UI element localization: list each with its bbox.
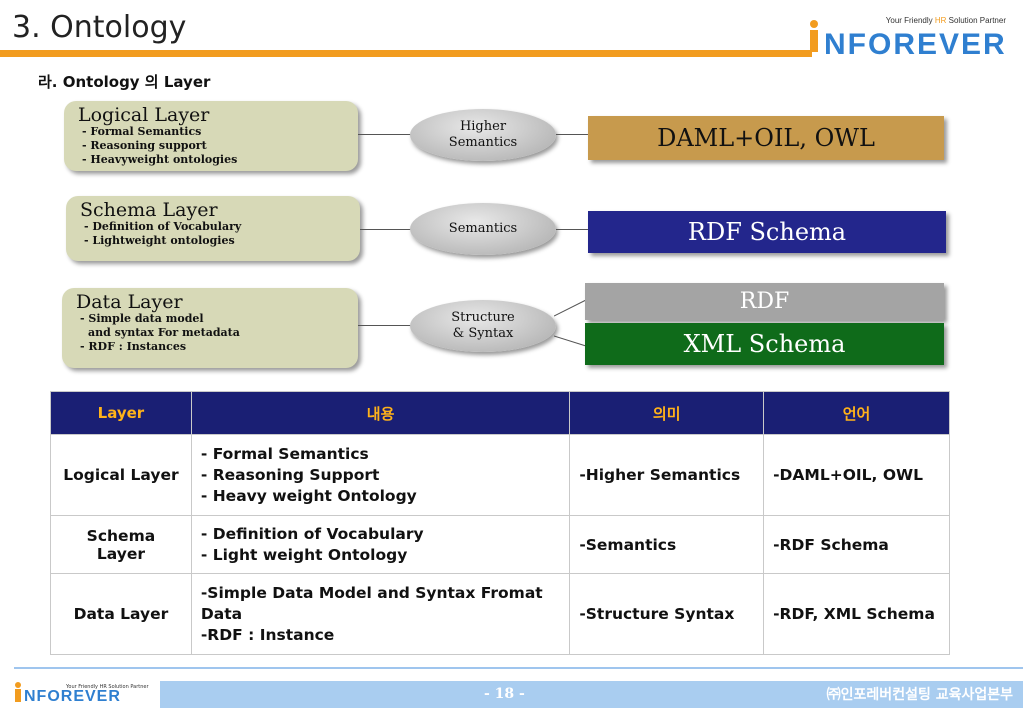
footer-organization: ㈜인포레버컨설팅 교육사업본부 (826, 687, 1013, 703)
table-row: Data Layer -Simple Data Model and Syntax… (50, 573, 950, 655)
col-header-content: 내용 (190, 391, 571, 435)
person-icon (810, 20, 818, 52)
connector-line (360, 229, 412, 230)
branch-connector (554, 299, 587, 347)
person-icon (15, 682, 21, 702)
cell-language: -DAML+OIL, OWL (763, 434, 950, 516)
xml-schema-box: XML Schema (585, 323, 944, 365)
cell-layer: Schema Layer (50, 515, 192, 574)
table-row: Logical Layer - Formal Semantics - Reaso… (50, 434, 950, 516)
layer-item: - Reasoning support (82, 139, 207, 152)
cell-content: - Formal Semantics - Reasoning Support -… (190, 434, 571, 516)
footer-divider (14, 667, 1023, 669)
footer-logo: Your Friendly HR Solution Partner NFOREV… (14, 680, 154, 706)
layer-name: Data Layer (76, 291, 183, 313)
layer-item: and syntax For metadata (88, 326, 240, 339)
ontology-layer-table: Layer 내용 의미 언어 Logical Layer - Formal Se… (50, 391, 950, 655)
col-header-language: 언어 (763, 391, 950, 435)
layer-item: - Lightweight ontologies (84, 234, 235, 247)
table-header-row: Layer 내용 의미 언어 (50, 391, 950, 435)
section-subtitle: 라. Ontology 의 Layer (38, 73, 211, 91)
cell-layer: Logical Layer (50, 434, 192, 516)
daml-oil-owl-box: DAML+OIL, OWL (588, 116, 944, 160)
company-logo: Your Friendly HR Solution Partner NFOREV… (808, 12, 1018, 64)
layer-item: - Definition of Vocabulary (84, 220, 242, 233)
footer-logo-tagline: Your Friendly HR Solution Partner (66, 684, 149, 690)
cell-language: -RDF Schema (763, 515, 950, 574)
cell-meaning: -Semantics (569, 515, 765, 574)
logical-layer-box: Logical Layer - Formal Semantics - Reaso… (64, 101, 358, 171)
rdf-box: RDF (585, 283, 944, 320)
page-number: - 18 - (484, 686, 525, 702)
layer-item: - Simple data model (80, 312, 204, 325)
rdf-schema-box: RDF Schema (588, 211, 946, 253)
page-title: 3. Ontology (12, 10, 187, 45)
layer-item: - Heavyweight ontologies (82, 153, 238, 166)
cell-content: -Simple Data Model and Syntax Fromat Dat… (190, 573, 571, 655)
cell-language: -RDF, XML Schema (763, 573, 950, 655)
structure-syntax-oval: Structure& Syntax (410, 300, 556, 352)
semantics-oval: Semantics (410, 203, 556, 255)
logo-wordmark: NFOREVER (824, 28, 1007, 61)
schema-layer-box: Schema Layer - Definition of Vocabulary … (66, 196, 360, 261)
connector-line (556, 229, 588, 230)
connector-line (358, 325, 414, 326)
cell-layer: Data Layer (50, 573, 192, 655)
col-header-meaning: 의미 (569, 391, 765, 435)
title-underline (0, 50, 812, 57)
layer-item: - RDF : Instances (80, 340, 187, 353)
layer-name: Logical Layer (78, 104, 210, 126)
data-layer-box: Data Layer - Simple data model and synta… (62, 288, 358, 368)
layer-name: Schema Layer (80, 199, 218, 221)
connector-line (358, 134, 413, 135)
cell-content: - Definition of Vocabulary - Light weigh… (190, 515, 571, 574)
cell-meaning: -Structure Syntax (569, 573, 765, 655)
logo-tagline: Your Friendly HR Solution Partner (885, 16, 1006, 25)
footer-logo-wordmark: NFOREVER (24, 688, 121, 705)
table-row: Schema Layer - Definition of Vocabulary … (50, 515, 950, 574)
footer-bar (160, 681, 1023, 708)
col-header-layer: Layer (50, 391, 192, 435)
connector-line (556, 134, 588, 135)
layer-item: - Formal Semantics (82, 125, 202, 138)
cell-meaning: -Higher Semantics (569, 434, 765, 516)
